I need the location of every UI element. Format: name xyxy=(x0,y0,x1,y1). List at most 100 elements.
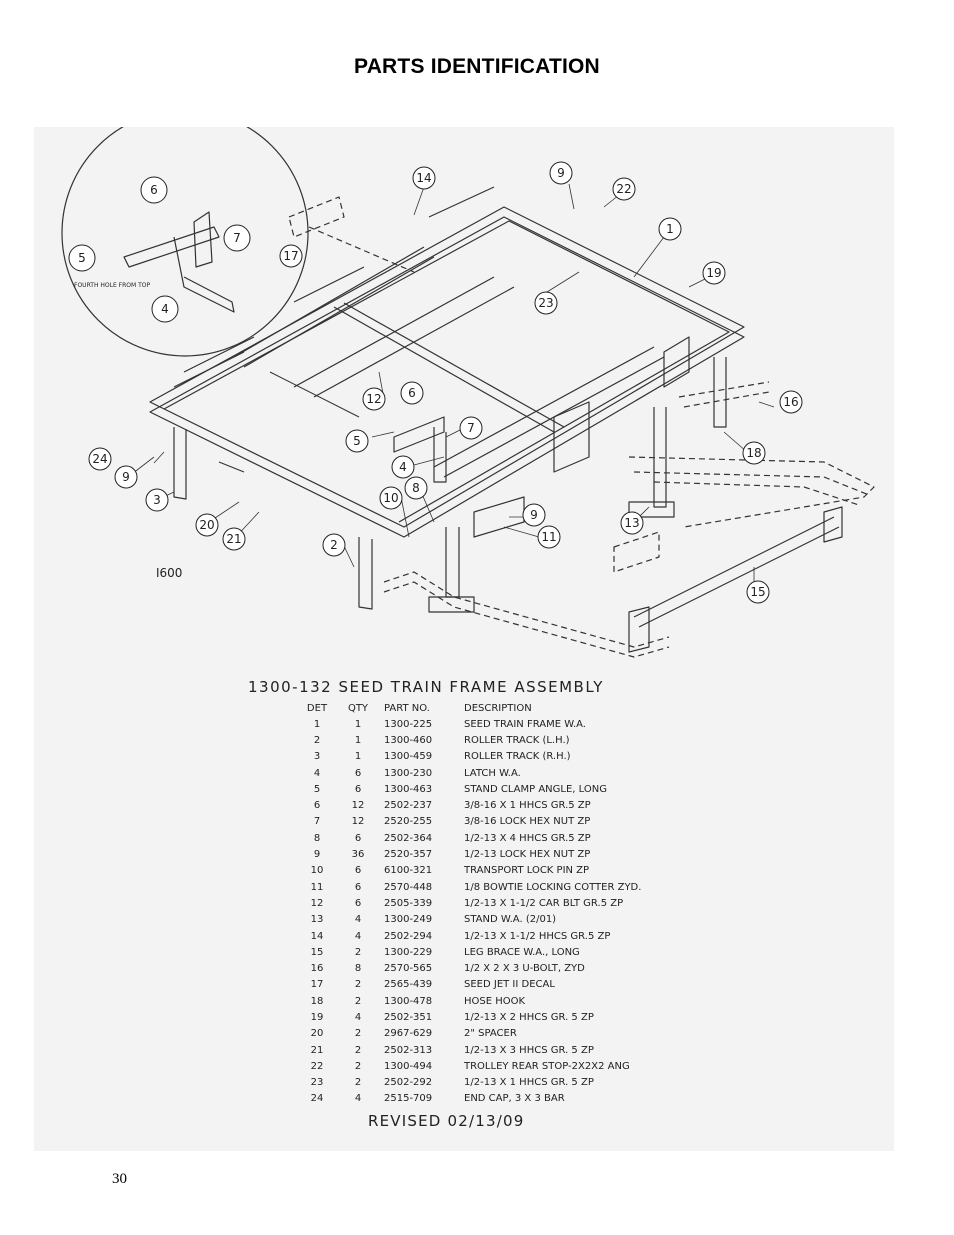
cell-description: ROLLER TRACK (R.H.) xyxy=(464,751,571,763)
cell-det: 20 xyxy=(310,1028,324,1040)
cell-qty: 4 xyxy=(354,1011,362,1023)
cell-description: 1/8 BOWTIE LOCKING COTTER ZYD. xyxy=(464,881,642,893)
cell-description: SEED JET II DECAL xyxy=(464,979,555,991)
svg-text:17: 17 xyxy=(283,249,298,263)
cell-description: STAND CLAMP ANGLE, LONG xyxy=(464,783,607,795)
cell-qty: 6 xyxy=(354,881,362,893)
callout-23: 23 xyxy=(534,291,558,315)
cell-det: 17 xyxy=(310,979,324,991)
cell-description: TRANSPORT LOCK PIN ZP xyxy=(464,865,590,877)
frame-outline xyxy=(149,206,745,538)
callout-19: 19 xyxy=(702,261,726,285)
cell-description: LEG BRACE W.A., LONG xyxy=(464,946,580,958)
callout-12: 12 xyxy=(362,387,386,411)
cell-part-no: 1300-459 xyxy=(384,751,433,763)
callout-4b: 4 xyxy=(391,455,415,479)
svg-text:22: 22 xyxy=(616,182,631,196)
cell-description: 1/2-13 X 4 HHCS GR.5 ZP xyxy=(464,832,591,844)
parts-table-header: DET QTY PART NO. DESCRIPTION xyxy=(296,700,674,716)
cell-part-no: 6100-321 xyxy=(384,865,433,877)
svg-text:24: 24 xyxy=(92,452,107,466)
revised-date: REVISED 02/13/09 xyxy=(368,1112,525,1130)
cell-part-no: 2502-351 xyxy=(384,1011,433,1023)
frame-legs xyxy=(173,357,727,613)
header-description: DESCRIPTION xyxy=(464,702,532,714)
cell-part-no: 2520-255 xyxy=(384,816,433,828)
cell-description: 3/8-16 X 1 HHCS GR.5 ZP xyxy=(464,800,591,812)
callout-9: 9 xyxy=(114,465,138,489)
page-number: 30 xyxy=(112,1171,127,1187)
parts-diagram: 1 2 3 4 5 6 7 8 9 10 11 12 13 14 15 16 1… xyxy=(61,127,875,658)
cell-det: 3 xyxy=(313,751,321,763)
dashed-components xyxy=(288,196,875,658)
cell-qty: 1 xyxy=(354,751,362,763)
cell-det: 11 xyxy=(310,881,324,893)
svg-text:9: 9 xyxy=(557,166,565,180)
svg-text:2: 2 xyxy=(330,538,338,552)
cell-part-no: 1300-249 xyxy=(384,914,433,926)
cell-det: 5 xyxy=(313,783,321,795)
callout-14: 14 xyxy=(412,166,436,190)
callout-15: 15 xyxy=(746,580,770,604)
callout-13: 13 xyxy=(620,511,644,535)
cell-part-no: 2502-237 xyxy=(384,800,433,812)
cell-det: 14 xyxy=(310,930,324,942)
drawing-id: I600 xyxy=(156,566,183,580)
cell-description: 1/2-13 X 2 HHCS GR. 5 ZP xyxy=(464,1011,594,1023)
cell-description: END CAP, 3 X 3 BAR xyxy=(464,1093,565,1105)
svg-text:5: 5 xyxy=(353,434,361,448)
callout-9b: 9 xyxy=(549,161,573,185)
cell-description: 1/2-13 X 1 HHCS GR. 5 ZP xyxy=(464,1077,594,1089)
callout-17: 17 xyxy=(279,244,303,268)
svg-text:9: 9 xyxy=(530,508,538,522)
callout-20: 20 xyxy=(195,513,219,537)
cell-qty: 6 xyxy=(354,832,362,844)
cell-part-no: 2505-339 xyxy=(384,897,433,909)
callout-11: 11 xyxy=(537,525,561,549)
callout-6: 6 xyxy=(140,176,168,204)
header-det: DET xyxy=(306,702,328,714)
callout-16: 16 xyxy=(779,390,803,414)
cell-part-no: 1300-460 xyxy=(384,734,433,746)
cell-description: 1/2-13 X 1-1/2 CAR BLT GR.5 ZP xyxy=(464,897,624,909)
cell-description: 1/2 X 2 X 3 U-BOLT, ZYD xyxy=(464,963,585,975)
svg-text:7: 7 xyxy=(233,231,241,245)
cell-part-no: 1300-478 xyxy=(384,995,433,1007)
cell-part-no: 2570-448 xyxy=(384,881,433,893)
stand-brackets xyxy=(173,186,690,538)
header-part-no: PART NO. xyxy=(384,702,430,714)
svg-text:15: 15 xyxy=(750,585,765,599)
callout-22: 22 xyxy=(612,177,636,201)
cell-qty: 2 xyxy=(354,946,362,958)
svg-text:4: 4 xyxy=(399,460,407,474)
cell-qty: 2 xyxy=(354,995,362,1007)
cell-qty: 1 xyxy=(354,718,362,730)
svg-text:1: 1 xyxy=(666,222,674,236)
cell-det: 21 xyxy=(310,1044,324,1056)
cell-det: 13 xyxy=(310,914,324,926)
cell-part-no: 2502-313 xyxy=(384,1044,433,1056)
svg-text:3: 3 xyxy=(153,493,161,507)
cell-description: STAND W.A. (2/01) xyxy=(464,914,557,926)
cell-det: 12 xyxy=(310,897,324,909)
cell-part-no: 2515-709 xyxy=(384,1093,433,1105)
callout-1: 1 xyxy=(658,217,682,241)
cell-det: 23 xyxy=(310,1077,324,1089)
cell-part-no: 1300-463 xyxy=(384,783,433,795)
cell-det: 24 xyxy=(310,1093,324,1105)
callout-2: 2 xyxy=(322,533,346,557)
table-row: 11 6 2570-448 1/8 BOWTIE LOCKING COTTER ZYD… xyxy=(296,879,674,895)
callout-8: 8 xyxy=(404,476,428,500)
cell-description: 2" SPACER xyxy=(464,1028,517,1040)
cell-description: LATCH W.A. xyxy=(464,767,521,779)
